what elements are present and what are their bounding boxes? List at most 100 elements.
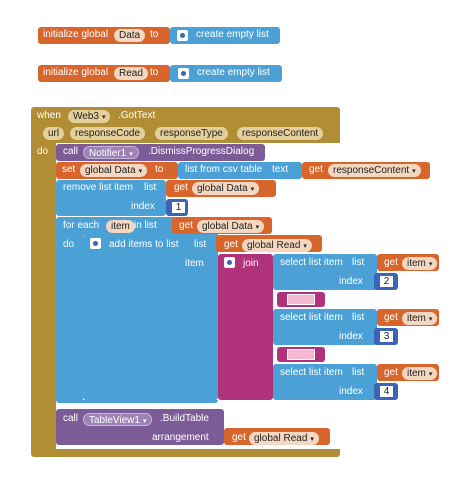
param-responsetype[interactable]: responseType [155, 127, 228, 140]
create-empty-list-label: create empty list [197, 67, 270, 78]
select-list-item-label: select list item [280, 257, 343, 268]
remove-list-item-block[interactable] [56, 180, 166, 216]
index-param-label: index [131, 201, 155, 212]
var-text: global Data [85, 165, 136, 176]
number-value[interactable]: 3 [379, 330, 394, 343]
index-param-label: index [339, 331, 363, 342]
init-label: initialize global [43, 67, 109, 78]
var-text: global Data [197, 183, 248, 194]
var-dropdown[interactable]: global Data▾ [192, 182, 260, 195]
var-dropdown[interactable]: global Read▾ [249, 432, 319, 445]
method-name: .BuildTable [160, 413, 209, 424]
text-param-label: text [272, 164, 289, 175]
join-block[interactable] [218, 254, 273, 400]
when-label: when [37, 110, 61, 121]
list-param-label: list [352, 257, 365, 268]
var-text: item [407, 313, 426, 324]
create-empty-list-block[interactable] [170, 27, 280, 44]
dropdown-arrow-icon: ▾ [138, 168, 143, 175]
loop-var-field[interactable]: item [106, 220, 135, 233]
get-label: get [384, 312, 398, 323]
add-items-label: add items to list [109, 239, 179, 250]
dropdown-arrow-icon: ▾ [428, 261, 433, 268]
gear-icon[interactable] [177, 30, 188, 41]
add-items-to-list-block[interactable] [83, 235, 218, 400]
arrangement-param-label: arrangement [152, 432, 209, 443]
dropdown-arrow-icon: ▾ [412, 168, 416, 175]
to-label: to [150, 29, 159, 40]
set-label: set [62, 164, 76, 175]
component-dropdown[interactable]: Web3▾ [68, 110, 111, 123]
param-url[interactable]: url [43, 127, 65, 140]
gear-icon[interactable] [90, 238, 101, 249]
dropdown-arrow-icon: ▾ [101, 114, 106, 121]
number-value[interactable]: 1 [171, 201, 186, 214]
component-text: TableView1 [89, 415, 140, 426]
for-each-label: for each [63, 220, 100, 231]
number-value[interactable]: 2 [379, 275, 394, 288]
var-text: responseContent [333, 165, 410, 176]
var-name-field[interactable]: Read [114, 67, 148, 80]
dropdown-arrow-icon: ▾ [250, 186, 255, 193]
join-label: join [243, 258, 259, 269]
var-dropdown[interactable]: item▾ [402, 312, 438, 325]
text-string-value[interactable] [287, 294, 315, 305]
init-label: initialize global [43, 29, 109, 40]
var-text: global Data [202, 221, 253, 232]
dropdown-arrow-icon: ▾ [129, 151, 133, 158]
list-from-csv-block[interactable] [178, 162, 302, 179]
dropdown-arrow-icon: ▾ [428, 316, 433, 323]
dropdown-arrow-icon: ▾ [303, 243, 307, 250]
to-label: to [155, 164, 164, 175]
param-responsecode[interactable]: responseCode [70, 127, 146, 140]
var-name-text: Read [119, 68, 143, 79]
index-param-label: index [339, 386, 363, 397]
do-label: do [37, 146, 49, 157]
component-dropdown[interactable]: Notifier1▾ [83, 146, 139, 159]
var-dropdown[interactable]: responseContent▾ [328, 164, 421, 177]
get-label: get [309, 164, 323, 175]
var-dropdown[interactable]: item▾ [402, 257, 438, 270]
var-text: item [407, 258, 426, 269]
component-dropdown[interactable]: TableView1▾ [83, 413, 153, 426]
var-name-text: Data [119, 30, 141, 41]
get-label: get [174, 182, 188, 193]
var-text: global Read [254, 433, 308, 444]
gear-icon[interactable] [178, 68, 189, 79]
do-label: do [63, 239, 75, 250]
var-name-field[interactable]: Data [114, 29, 146, 42]
get-label: get [384, 257, 398, 268]
to-label: to [150, 67, 159, 78]
create-empty-list-block[interactable] [170, 65, 282, 82]
remove-list-item-label: remove list item [63, 182, 134, 193]
call-label: call [63, 413, 79, 424]
param-responsecontent[interactable]: responseContent [237, 127, 324, 140]
in-list-label: in list [134, 220, 157, 231]
dropdown-arrow-icon: ▾ [428, 371, 433, 378]
get-label: get [232, 432, 246, 443]
event-name: .GotText [118, 110, 156, 121]
dropdown-arrow-icon: ▾ [310, 436, 314, 443]
method-name: .DismissProgressDialog [148, 146, 255, 157]
select-list-item-label: select list item [280, 367, 343, 378]
get-label: get [384, 367, 398, 378]
list-param-label: list [194, 239, 207, 250]
create-empty-list-label: create empty list [196, 29, 269, 40]
number-value[interactable]: 4 [379, 385, 394, 398]
dropdown-arrow-icon: ▾ [142, 418, 147, 425]
list-param-label: list [144, 182, 157, 193]
get-label: get [224, 239, 238, 250]
gear-icon[interactable] [224, 257, 235, 268]
var-dropdown[interactable]: global Data▾ [80, 164, 148, 177]
var-dropdown[interactable]: item▾ [402, 367, 438, 380]
list-param-label: list [352, 367, 365, 378]
var-dropdown[interactable]: global Read▾ [242, 239, 312, 252]
text-string-value[interactable] [287, 349, 315, 360]
list-from-csv-label: list from csv table [185, 164, 263, 175]
var-dropdown[interactable]: global Data▾ [197, 220, 265, 233]
select-list-item-block[interactable] [273, 364, 377, 400]
item-param-label: item [185, 258, 204, 269]
select-list-item-block[interactable] [273, 309, 377, 345]
get-label: get [179, 220, 193, 231]
select-list-item-block[interactable] [273, 254, 377, 290]
